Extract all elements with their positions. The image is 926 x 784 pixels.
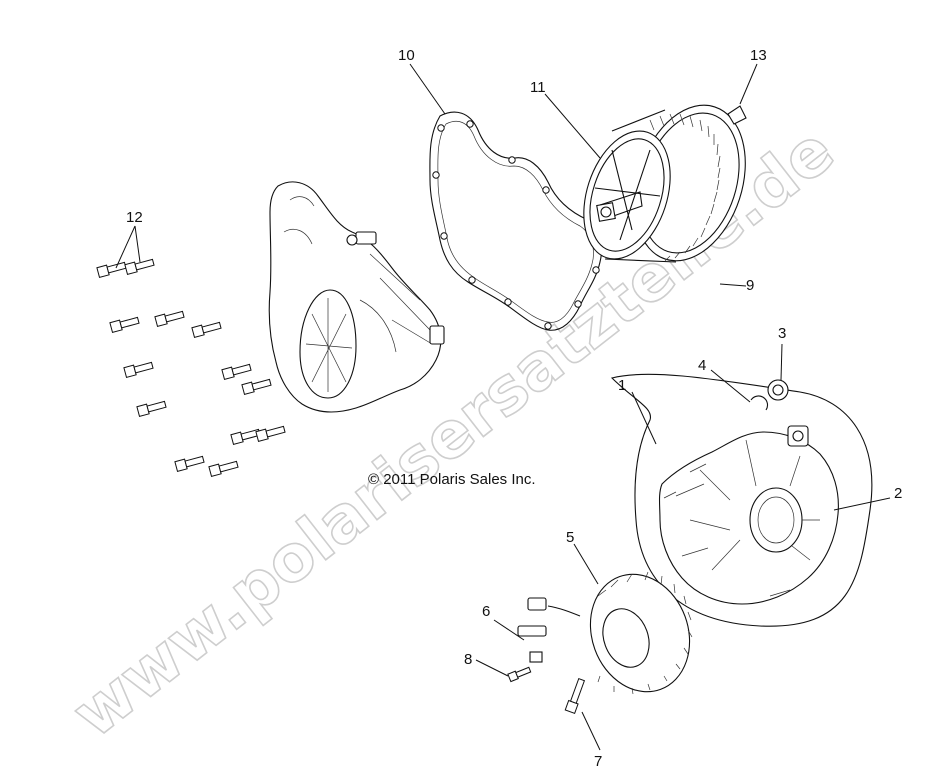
callout-6: 6 — [482, 603, 490, 620]
assembly-outline — [610, 373, 873, 627]
part-bolts — [96, 258, 286, 477]
callout-1: 1 — [618, 377, 626, 394]
part-left-cover — [268, 181, 445, 413]
callout-13: 13 — [750, 47, 767, 64]
callout-9: 9 — [746, 277, 754, 294]
callout-12: 12 — [126, 209, 143, 226]
callout-11: 11 — [530, 79, 546, 96]
copyright-notice: © 2011 Polaris Sales Inc. — [368, 471, 536, 488]
part-stator — [517, 571, 693, 695]
part-flywheel — [583, 104, 746, 263]
callout-labels: 1 2 3 4 5 6 7 8 9 10 11 12 13 — [126, 47, 902, 770]
callout-4: 4 — [698, 357, 706, 374]
part-key — [727, 105, 747, 125]
callout-8: 8 — [464, 651, 472, 668]
part-gasket — [429, 111, 603, 331]
part-screw-stator — [564, 678, 586, 714]
part-housing — [658, 425, 839, 605]
callout-10: 10 — [398, 47, 415, 64]
part-screw-harness — [507, 666, 532, 683]
part-snap-ring — [750, 395, 769, 411]
callout-5: 5 — [566, 529, 574, 546]
part-bearing — [767, 379, 789, 401]
callout-7: 7 — [594, 753, 602, 770]
callout-3: 3 — [778, 325, 786, 342]
leader-lines — [115, 63, 891, 751]
callout-2: 2 — [894, 485, 902, 502]
